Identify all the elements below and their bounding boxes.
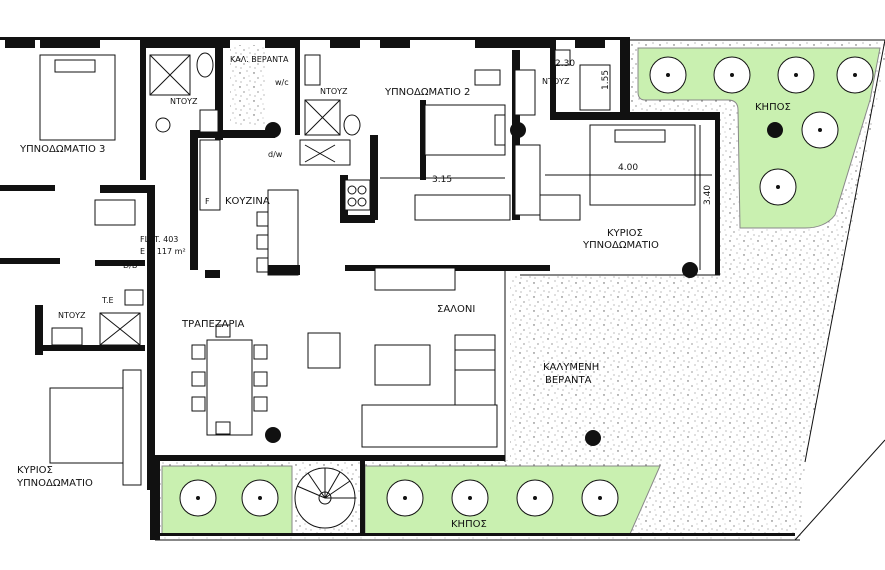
room-bathroom-master: ΝΤΟΥΖ <box>542 77 570 86</box>
covered-veranda-area <box>510 40 885 460</box>
dim-bath-width: 2.30 <box>555 59 575 69</box>
dim-bath-height: 1.55 <box>601 70 611 90</box>
room-covered-veranda-1: ΚΑΛΥΜΕΝΗ <box>543 362 599 373</box>
room-bathroom-top-mid: ΝΤΟΥΖ <box>320 87 348 96</box>
room-bedroom3: ΥΠΝΟΔΩΜΑΤΙΟ 3 <box>19 144 105 155</box>
dim-master-height: 3.40 <box>703 185 713 205</box>
room-garden-top: ΚΗΠΟΣ <box>755 102 791 113</box>
room-dining: ΤΡΑΠΕΖΑΡΙΑ <box>181 319 244 330</box>
label-te: T.E <box>101 296 114 305</box>
dim-master-width: 4.00 <box>618 163 638 173</box>
room-bathroom-top-left: ΝΤΟΥΖ <box>170 97 198 106</box>
label-flat: FLAT. 403 <box>140 235 178 244</box>
balcony-gravel-top <box>230 45 265 125</box>
room-cover-veranda-top: ΚΑΛ. ΒΕΡΑΝΤΑ <box>230 55 289 64</box>
room-bathroom-left: ΝΤΟΥΖ <box>58 311 86 320</box>
room-master-right-1: ΚΥΡΙΟΣ <box>607 228 643 239</box>
garden-top-right <box>637 47 881 229</box>
label-area: E = 117 m² <box>140 247 186 256</box>
label-fridge: F <box>205 197 210 206</box>
room-living: ΣΑΛΟΝΙ <box>437 304 475 315</box>
label-dw: d/w <box>268 150 283 159</box>
room-garden-bottom: ΚΗΠΟΣ <box>451 519 487 530</box>
outline-lines <box>155 39 885 541</box>
room-covered-veranda-2: ΒΕΡΑΝΤΑ <box>545 375 592 386</box>
dimension-lines <box>380 125 712 270</box>
dim-bedroom2-width: 3.15 <box>432 175 452 185</box>
trees-top-right <box>649 56 874 206</box>
room-master-left-2: ΥΠΝΟΔΩΜΑΤΙΟ <box>16 478 93 489</box>
room-bedroom2: ΥΠΝΟΔΩΜΑΤΙΟ 2 <box>384 87 470 98</box>
furniture <box>39 49 696 529</box>
label-db: D/B <box>123 261 137 270</box>
room-master-right-2: ΥΠΝΟΔΩΜΑΤΙΟ <box>582 240 659 251</box>
trees-bottom <box>179 479 619 517</box>
room-master-left-1: ΚΥΡΙΟΣ <box>17 465 53 476</box>
room-kitchen: ΚΟΥΖΙΝΑ <box>225 196 270 207</box>
room-wc: w/c <box>275 78 289 87</box>
